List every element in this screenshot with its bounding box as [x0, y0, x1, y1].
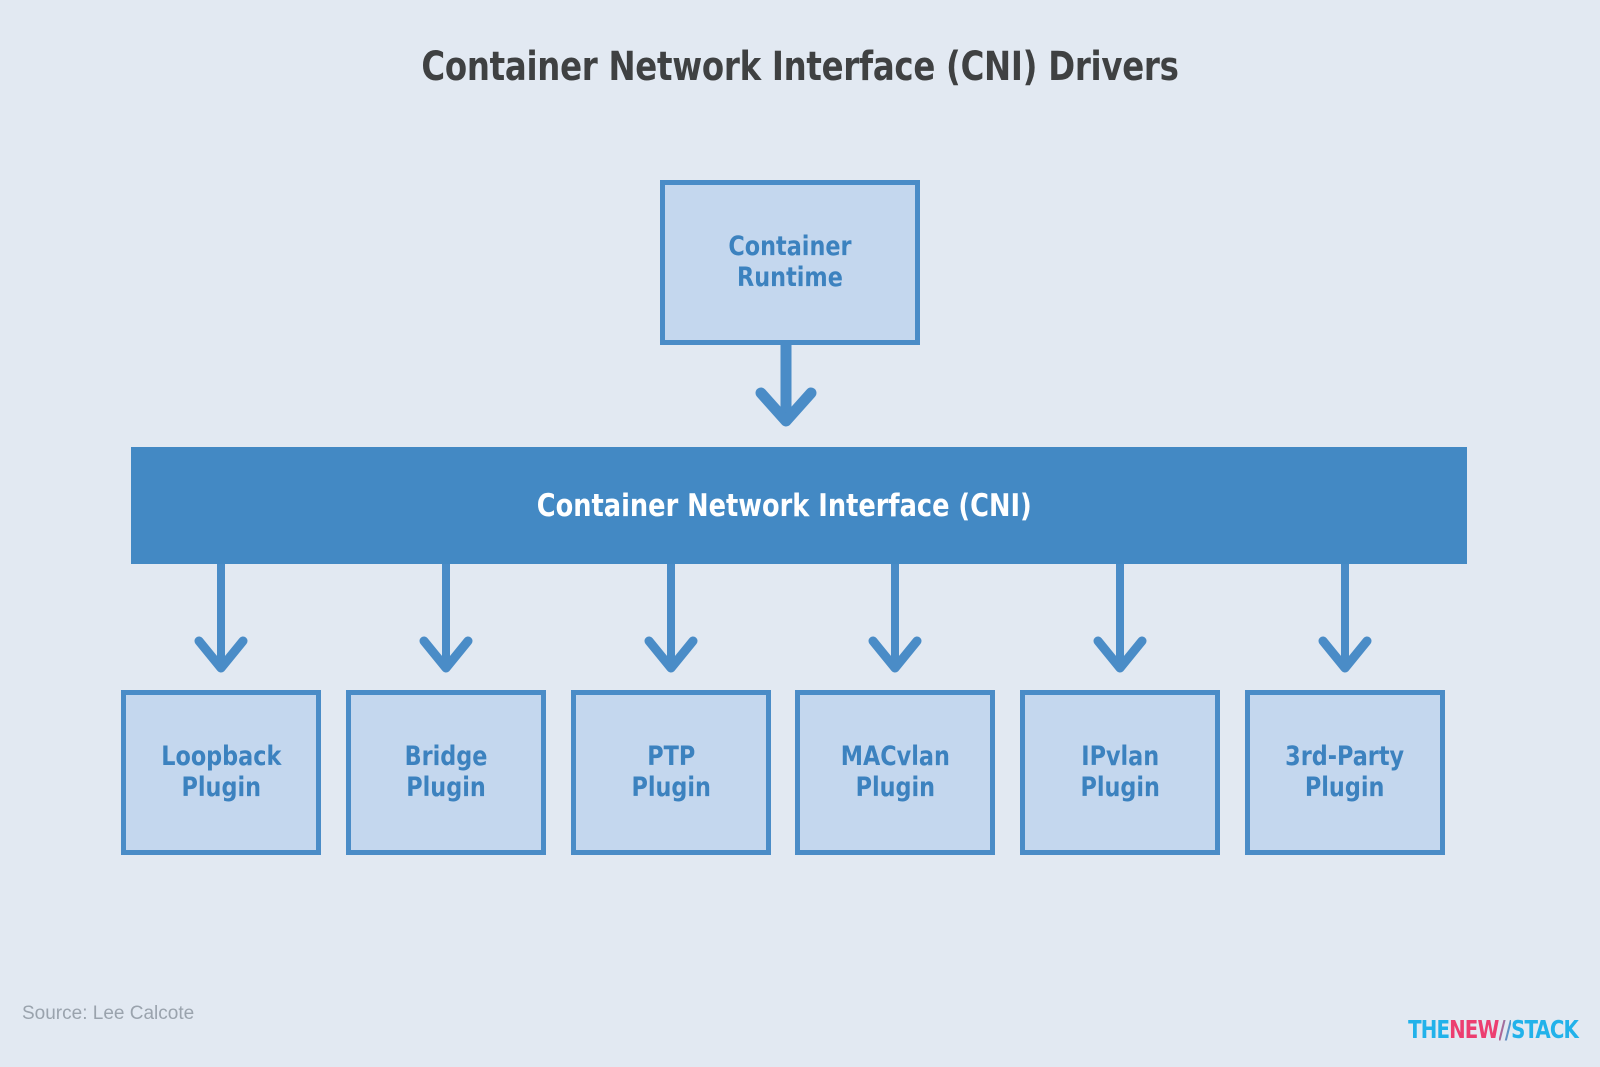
node-plugin-macvlan-label: MACvlan Plugin: [840, 741, 950, 803]
logo-segment-the: THE: [1408, 1014, 1450, 1044]
node-plugin-loopback: Loopback Plugin: [121, 690, 321, 855]
arrow-runtime-to-cni-icon: [755, 345, 817, 427]
node-plugin-3rd-party-label: 3rd-Party Plugin: [1285, 741, 1405, 803]
node-container-network-interface: Container Network Interface (CNI): [131, 447, 1467, 564]
logo-segment-stack: STACK: [1511, 1014, 1579, 1044]
node-plugin-macvlan: MACvlan Plugin: [795, 690, 995, 855]
node-plugin-ptp: PTP Plugin: [571, 690, 771, 855]
arrow-cni-to-3rd-party-icon: [1318, 564, 1372, 673]
node-plugin-bridge: Bridge Plugin: [346, 690, 546, 855]
node-plugin-ipvlan: IPvlan Plugin: [1020, 690, 1220, 855]
arrow-cni-to-macvlan-icon: [868, 564, 922, 673]
node-container-runtime: Container Runtime: [660, 180, 920, 345]
node-plugin-bridge-label: Bridge Plugin: [404, 741, 488, 803]
node-plugin-ptp-label: PTP Plugin: [631, 741, 711, 803]
node-plugin-3rd-party: 3rd-Party Plugin: [1245, 690, 1445, 855]
node-container-runtime-label: Container Runtime: [728, 231, 852, 293]
arrow-cni-to-ipvlan-icon: [1093, 564, 1147, 673]
node-container-network-interface-label: Container Network Interface (CNI): [536, 487, 1032, 524]
arrow-cni-to-bridge-icon: [419, 564, 473, 673]
logo-segment-slash: //: [1498, 1014, 1512, 1044]
source-attribution: Source: Lee Calcote: [22, 1003, 195, 1024]
node-plugin-ipvlan-label: IPvlan Plugin: [1080, 741, 1160, 803]
arrow-cni-to-loopback-icon: [194, 564, 248, 673]
page-title: Container Network Interface (CNI) Driver…: [421, 44, 1179, 90]
arrow-cni-to-ptp-icon: [644, 564, 698, 673]
logo-segment-new: NEW: [1449, 1014, 1499, 1044]
node-plugin-loopback-label: Loopback Plugin: [160, 741, 282, 803]
